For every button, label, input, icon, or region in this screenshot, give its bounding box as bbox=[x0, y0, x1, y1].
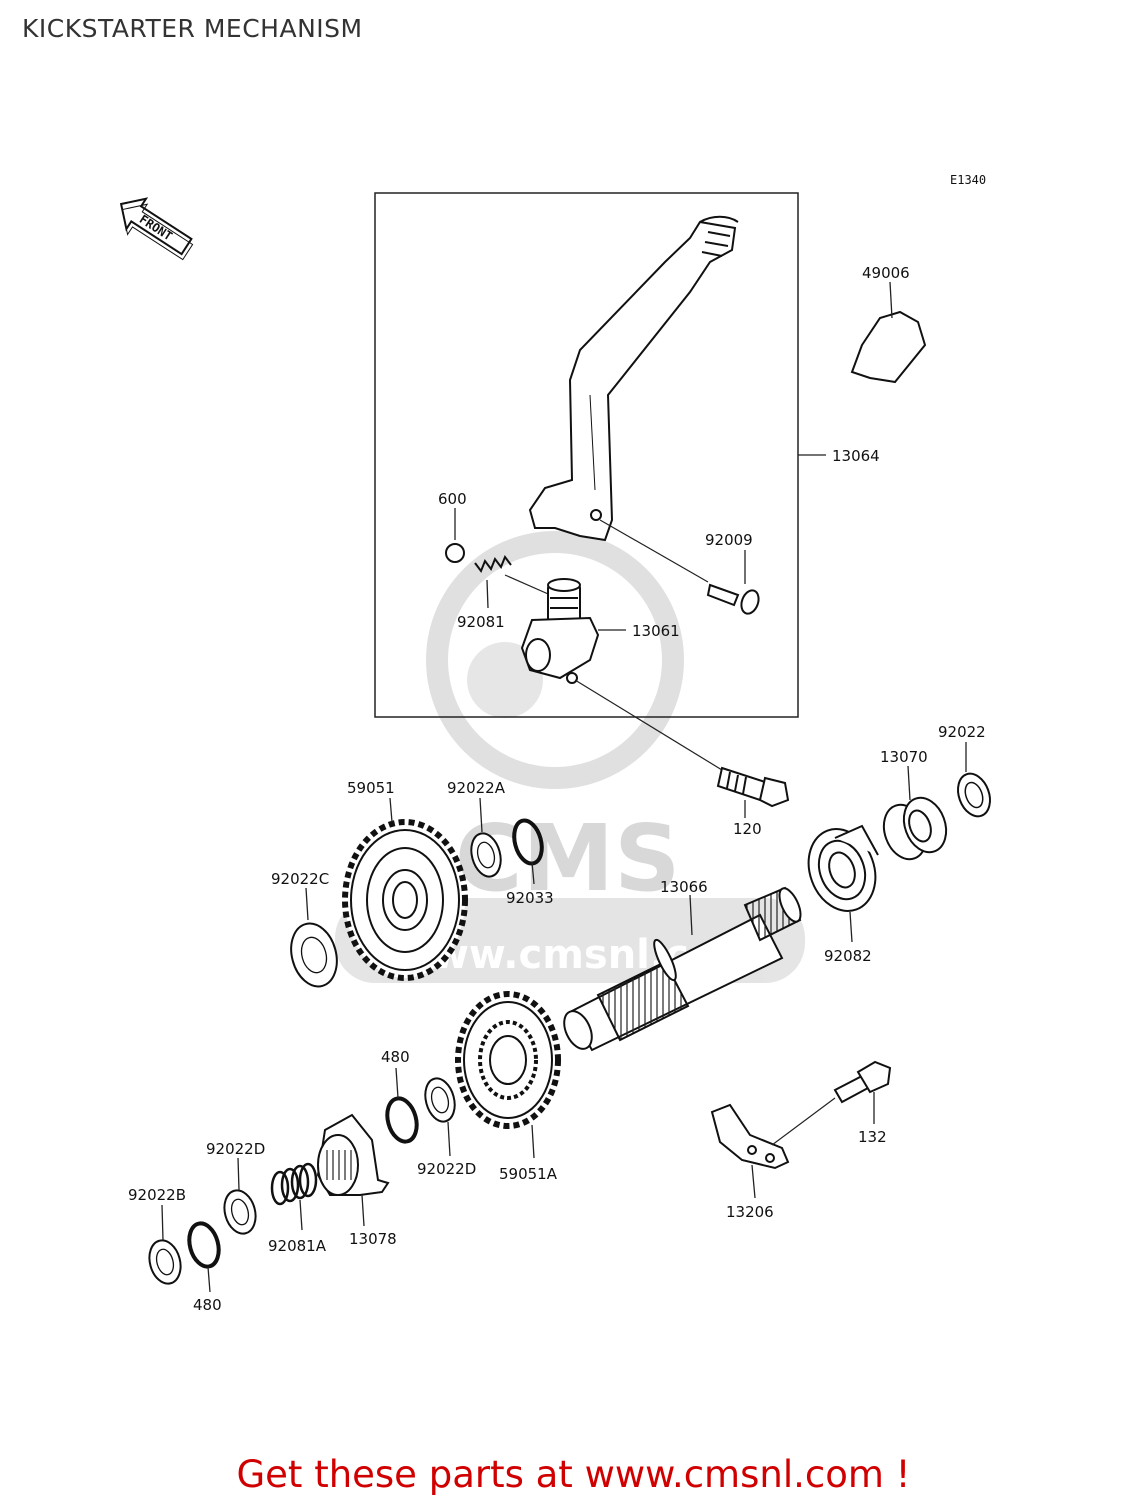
kick-ratchet-gear bbox=[455, 991, 561, 1129]
ratchet-spring bbox=[270, 1162, 318, 1206]
circlip-480-b bbox=[187, 1221, 221, 1269]
label-92081: 92081 bbox=[457, 613, 505, 631]
circlip-480-a bbox=[385, 1096, 419, 1144]
label-13070: 13070 bbox=[880, 748, 928, 766]
label-13064: 13064 bbox=[832, 447, 880, 465]
label-13066: 13066 bbox=[660, 878, 708, 896]
boss-bolt bbox=[716, 766, 790, 808]
circlip-92033 bbox=[512, 818, 544, 866]
label-49006: 49006 bbox=[862, 264, 910, 282]
kick-return-spring bbox=[807, 824, 879, 912]
label-480-b: 480 bbox=[193, 1296, 222, 1314]
kickstarter-shaft bbox=[563, 886, 802, 1052]
label-13206: 13206 bbox=[726, 1203, 774, 1221]
front-arrow-icon: FRONT bbox=[119, 197, 194, 261]
label-59051A: 59051A bbox=[499, 1165, 558, 1183]
plate-bolt bbox=[833, 1060, 892, 1104]
spring-guide-collar bbox=[882, 796, 948, 861]
label-120: 120 bbox=[733, 820, 762, 838]
page-title: KICKSTARTER MECHANISM bbox=[22, 14, 363, 43]
kick-gear bbox=[342, 819, 468, 981]
detent-ball bbox=[445, 543, 465, 563]
kick-pedal-arm bbox=[528, 215, 739, 542]
pedal-bolt bbox=[706, 583, 760, 615]
kick-pedal-boss bbox=[520, 578, 600, 684]
label-59051: 59051 bbox=[347, 779, 395, 797]
label-92022B: 92022B bbox=[128, 1186, 186, 1204]
footer-promo: Get these parts at www.cmsnl.com ! bbox=[236, 1453, 911, 1496]
detent-spring bbox=[474, 554, 512, 574]
label-92033: 92033 bbox=[506, 889, 554, 907]
label-92081A: 92081A bbox=[268, 1237, 327, 1255]
kick-ratchet bbox=[316, 1113, 390, 1196]
pedal-rubber-grip bbox=[850, 310, 927, 384]
label-92022C: 92022C bbox=[271, 870, 329, 888]
ratchet-guide-plate bbox=[710, 1103, 790, 1170]
label-92022D-a: 92022D bbox=[417, 1160, 476, 1178]
label-13061: 13061 bbox=[632, 622, 680, 640]
label-92009: 92009 bbox=[705, 531, 753, 549]
label-480-a: 480 bbox=[381, 1048, 410, 1066]
label-600: 600 bbox=[438, 490, 467, 508]
label-92022: 92022 bbox=[938, 723, 986, 741]
label-92082: 92082 bbox=[824, 947, 872, 965]
label-92022D-b: 92022D bbox=[206, 1140, 265, 1158]
label-92022A: 92022A bbox=[447, 779, 506, 797]
label-132: 132 bbox=[858, 1128, 887, 1146]
diagram-code: E1340 bbox=[950, 173, 986, 187]
label-13078: 13078 bbox=[349, 1230, 397, 1248]
